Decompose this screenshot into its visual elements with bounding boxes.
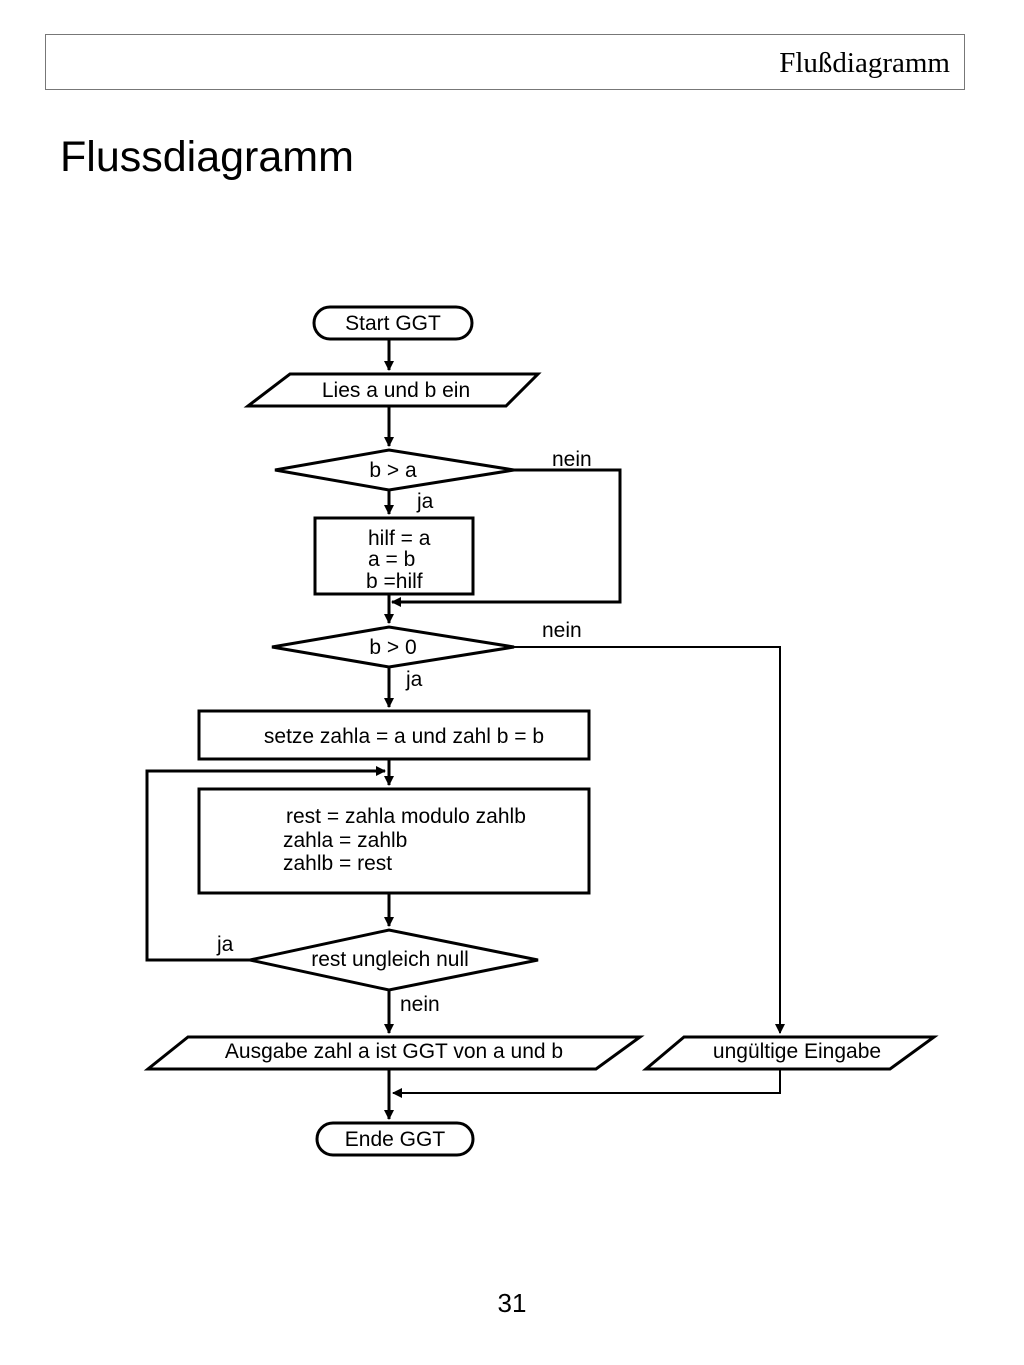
start-label: Start GGT	[345, 312, 441, 335]
loop-line-3: zahlb = rest	[283, 852, 392, 875]
cond1-no-label: nein	[552, 448, 592, 471]
decision-rest-ne-0	[249, 928, 539, 992]
output-parallelogram	[143, 1035, 645, 1071]
cond3-label: rest ungleich null	[311, 948, 469, 971]
cond1-yes-label: ja	[416, 490, 434, 513]
swap-process	[313, 516, 475, 596]
loop-line-2: zahla = zahlb	[283, 829, 407, 852]
init-process	[197, 709, 591, 761]
cond2-yes-label: ja	[405, 668, 423, 691]
start-terminal	[312, 305, 474, 341]
end-terminal	[315, 1121, 475, 1157]
invalid-label: ungültige Eingabe	[713, 1040, 881, 1063]
loop-line-1: rest = zahla modulo zahlb	[286, 805, 526, 828]
header-label: Flußdiagramm	[779, 47, 950, 79]
cond3-no-label: nein	[400, 993, 440, 1016]
swap-line-2: a = b	[368, 548, 415, 571]
init-label: setze zahla = a und zahl b = b	[264, 725, 544, 748]
swap-line-1: hilf = a	[368, 527, 431, 550]
loop-body-process	[197, 787, 591, 895]
input-label: Lies a und b ein	[322, 379, 470, 402]
page-title: Flussdiagramm	[60, 133, 354, 181]
end-label: Ende GGT	[345, 1128, 446, 1151]
page-number: 31	[497, 1288, 527, 1318]
cond2-no-label: nein	[542, 619, 582, 642]
cond3-yes-label: ja	[216, 933, 234, 956]
header-box: Flußdiagramm	[45, 34, 965, 90]
cond2-label: b > 0	[369, 636, 416, 659]
input-parallelogram	[243, 372, 542, 408]
connector-cond3-yes	[145, 766, 386, 962]
cond1-label: b > a	[369, 459, 417, 482]
swap-line-3: b =hilf	[366, 570, 423, 593]
invalid-parallelogram	[641, 1035, 939, 1071]
connector-cond2-no	[514, 646, 785, 1034]
connector-cond1-no	[391, 468, 622, 607]
output-label: Ausgabe zahl a ist GGT von a und b	[225, 1040, 563, 1063]
connector-invalid-end	[392, 1069, 781, 1098]
